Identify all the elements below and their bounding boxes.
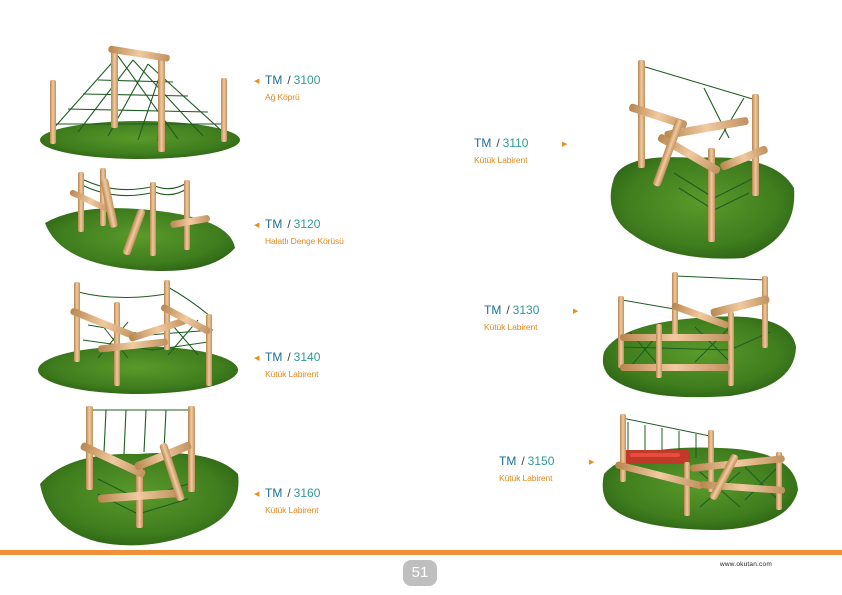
product-tm: TM <box>265 350 283 364</box>
footer-accent-bar <box>0 550 842 555</box>
product-code: 3110 <box>502 136 529 150</box>
product-name: Ağ Köprü <box>265 92 300 102</box>
product-image-3130 <box>602 272 796 398</box>
arrow-left-icon: ◀ <box>254 491 260 498</box>
product-name: Kütük Labirent <box>265 505 319 515</box>
arrow-right-icon: ▶ <box>573 308 579 315</box>
arrow-right-icon: ▶ <box>589 459 595 466</box>
page-number: 51 <box>403 560 437 586</box>
product-tm: TM <box>265 73 283 87</box>
product-image-3150 <box>602 414 798 530</box>
product-code: 3120 <box>293 217 321 231</box>
product-image-3110 <box>610 60 795 259</box>
product-code: 3130 <box>512 303 540 317</box>
arrow-left-icon: ◀ <box>254 355 260 362</box>
product-tm: TM <box>499 454 517 468</box>
product-name: Kütük Labirent <box>499 473 553 483</box>
product-name: Kütük Labirent <box>484 322 538 332</box>
arrow-left-icon: ◀ <box>254 78 260 85</box>
arrow-right-icon: ▶ <box>562 141 568 148</box>
product-name: Kütük Labirent <box>474 155 528 165</box>
product-image-3140 <box>38 280 238 394</box>
product-code: 3140 <box>293 350 321 364</box>
product-code: 3160 <box>293 486 321 500</box>
product-tm: TM <box>484 303 502 317</box>
product-tm: TM <box>474 136 492 150</box>
product-image-3120 <box>45 168 235 272</box>
product-code: 3100 <box>293 73 321 87</box>
product-image-3100 <box>40 45 240 159</box>
product-name: Halatlı Denge Körüsü <box>265 236 344 246</box>
product-name: Kütük Labirent <box>265 369 319 379</box>
product-image-3160 <box>40 406 239 546</box>
product-tm: TM <box>265 486 283 500</box>
product-code: 3150 <box>527 454 555 468</box>
website-url[interactable]: www.okutan.com <box>720 561 772 568</box>
arrow-left-icon: ◀ <box>254 222 260 229</box>
product-tm: TM <box>265 217 283 231</box>
